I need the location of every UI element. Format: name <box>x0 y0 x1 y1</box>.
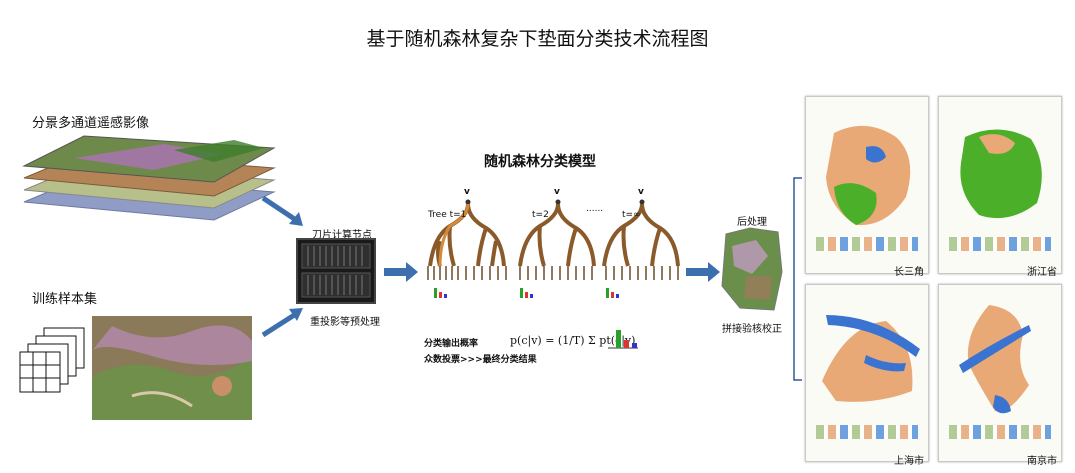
probability-formula: p(c|v) = (1/T) Σ pt(c|v) <box>510 334 636 347</box>
sample-image <box>92 316 252 420</box>
map-nanjing-graphic <box>959 305 1031 414</box>
tree-n <box>602 199 680 280</box>
compute-rack <box>296 238 376 304</box>
post-arrow <box>686 262 720 282</box>
map-label-changsanjiao: 长三角 <box>894 267 924 278</box>
map-label-shanghai: 上海市 <box>894 456 924 467</box>
tree-1-root: v <box>464 187 470 197</box>
mosaic-label: 拼接验核校正 <box>722 324 782 335</box>
imagery-label: 分景多通道遥感影像 <box>32 116 150 131</box>
leaf-histograms <box>434 288 619 298</box>
input-arrows <box>261 195 303 338</box>
sample-grid-icon <box>19 327 85 393</box>
model-title: 随机森林分类模型 <box>484 154 596 170</box>
results-bracket <box>793 177 802 381</box>
map-label-zhejiang: 浙江省 <box>1027 267 1057 278</box>
page-title: 基于随机森林复杂下垫面分类技术流程图 <box>366 28 709 50</box>
compute-node-label: 刀片计算节点 <box>312 230 372 241</box>
map-zhejiang-graphic <box>960 129 1042 219</box>
map-shanghai <box>805 284 929 462</box>
vote-label: 众数投票>>>最终分类结果 <box>424 355 537 365</box>
tree-n-root: v <box>638 187 644 197</box>
samples-label: 训练样本集 <box>32 292 98 307</box>
image-layer-forest <box>174 140 264 162</box>
map-nanjing <box>938 284 1062 462</box>
map-changsanjiao-graphic <box>826 125 911 226</box>
final-histogram <box>608 330 638 349</box>
tree-label-1: Tree t=1 <box>428 210 467 220</box>
tree-2-root: v <box>554 187 560 197</box>
tree-2 <box>518 199 596 280</box>
tree-label-n: t=∞ <box>622 210 641 220</box>
blade-server-icon <box>301 243 371 298</box>
tree-label-2: t=2 <box>532 210 549 220</box>
image-layer-stack <box>22 135 276 221</box>
tree-1 <box>427 199 507 280</box>
samples-arrow <box>261 309 301 338</box>
map-changsanjiao <box>805 96 929 274</box>
imagery-arrow <box>261 195 301 225</box>
random-forest-diagram <box>427 199 680 298</box>
prob-output-label: 分类输出概率 <box>424 339 479 349</box>
model-arrow <box>384 262 418 282</box>
post-title: 后处理 <box>737 217 767 228</box>
map-shanghai-graphic <box>822 315 920 402</box>
tree-label-ellipsis: ...... <box>586 204 604 214</box>
map-zhejiang <box>938 96 1062 274</box>
map-label-nanjing: 南京市 <box>1027 456 1057 467</box>
preprocess-label: 重投影等预处理 <box>310 317 380 328</box>
mosaic-image <box>721 227 783 311</box>
